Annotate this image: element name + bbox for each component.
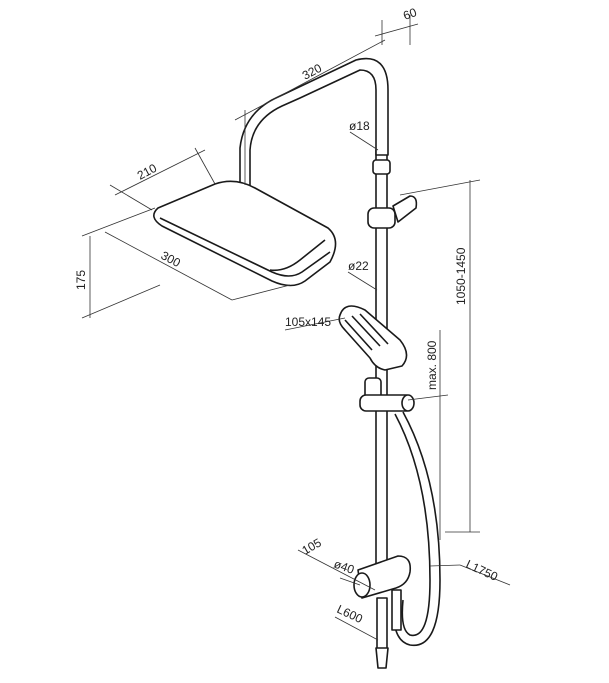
label-head-width: 300 [159, 248, 184, 270]
label-height-range: 1050-1450 [454, 247, 468, 305]
slider [367, 195, 418, 229]
label-arm-diameter: ø18 [349, 119, 370, 133]
label-spout-length: L600 [335, 602, 365, 626]
label-head-height: 175 [74, 270, 88, 290]
hose [393, 411, 441, 647]
label-slide-range: max. 800 [425, 340, 439, 390]
label-diverter-diameter: ø40 [332, 557, 357, 577]
dimension-lines [81, 15, 511, 641]
hand-shower [338, 305, 415, 412]
label-pole-diameter: ø22 [348, 259, 369, 273]
label-head-depth: 210 [135, 161, 160, 183]
label-diverter-offset: 105 [300, 535, 325, 557]
label-hose-length: L1750 [464, 557, 500, 584]
hose-inner [394, 413, 431, 637]
label-hand-shower-size: 105x145 [285, 315, 331, 329]
diverter [353, 555, 412, 669]
head-shower [153, 180, 337, 287]
label-arm-offset: 60 [401, 5, 419, 23]
